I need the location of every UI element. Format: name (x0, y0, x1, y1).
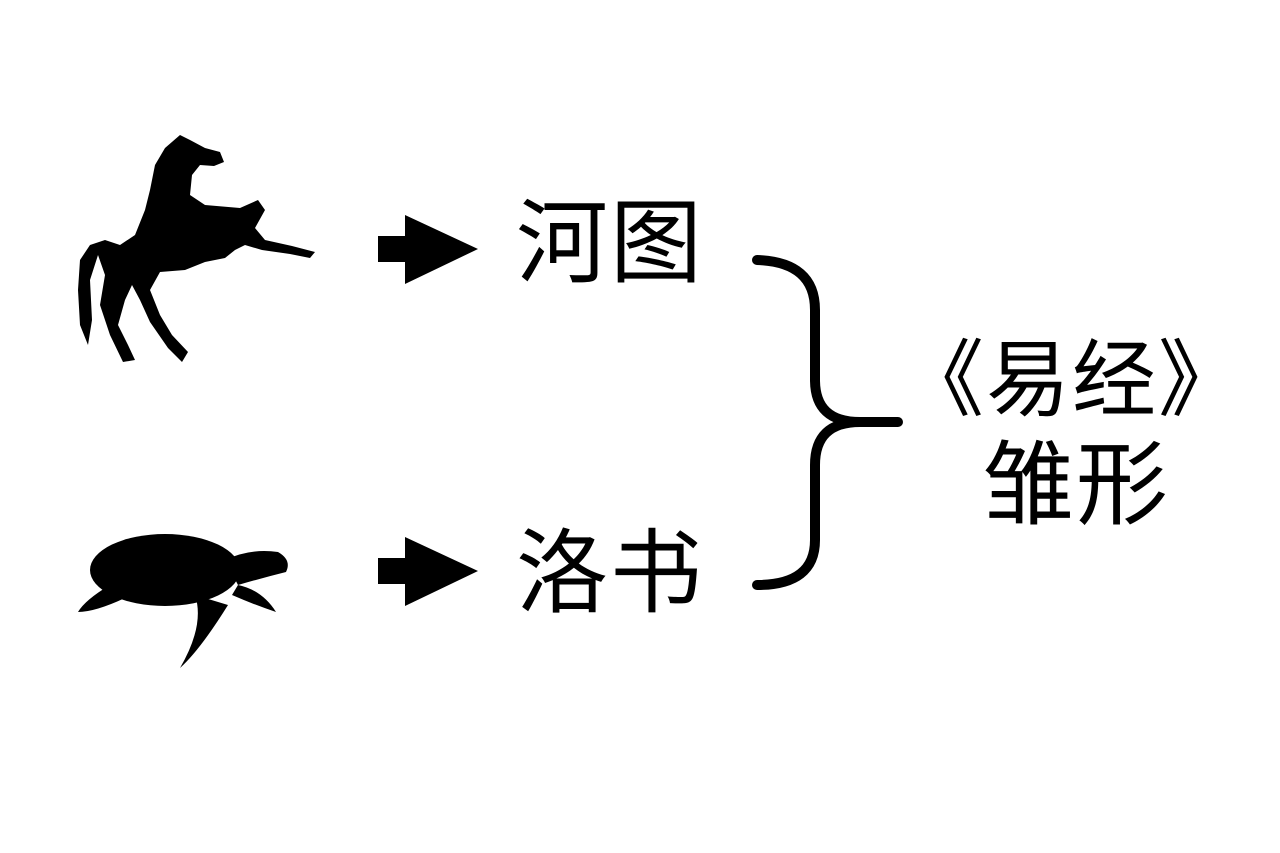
curly-brace-icon (752, 255, 903, 590)
hetu-label: 河图 (516, 190, 705, 297)
turtle-icon (78, 534, 288, 668)
yijing-title: 《易经》 (900, 331, 1245, 429)
prototype-label: 雏形 (982, 432, 1171, 539)
horse-icon (78, 135, 315, 362)
luoshu-label: 洛书 (516, 520, 705, 627)
arrow-bottom-icon (378, 537, 478, 606)
arrow-top-icon (378, 215, 478, 284)
